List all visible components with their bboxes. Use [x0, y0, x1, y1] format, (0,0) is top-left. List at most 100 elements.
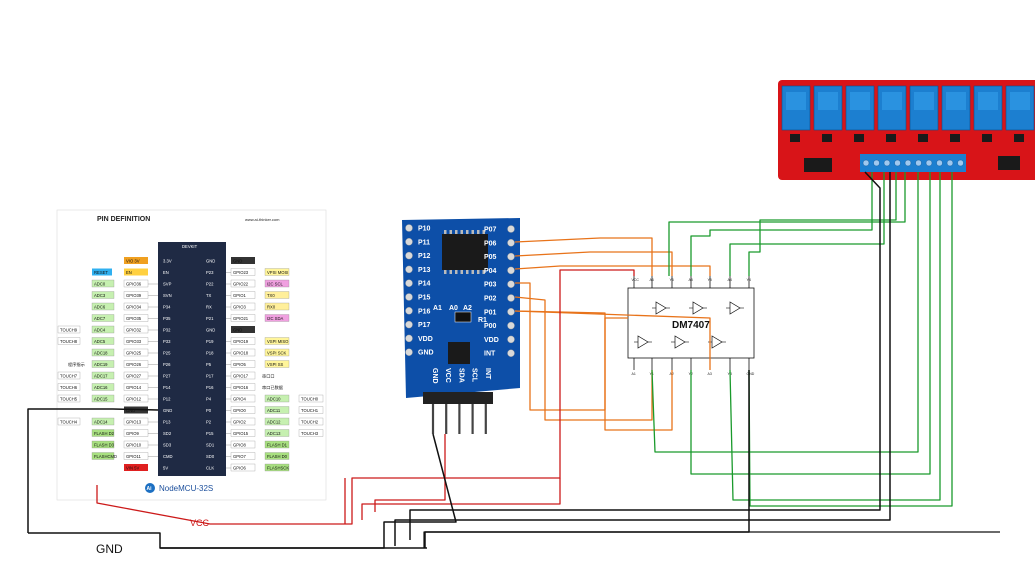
- pcf-left-pin-label: P11: [418, 239, 430, 246]
- right-gpio-tag: [230, 417, 256, 426]
- wire-orange-p05: [514, 251, 673, 276]
- pcf-right-pad: [507, 294, 515, 302]
- left-pin-label: 5V: [163, 466, 168, 471]
- pcf-left-pad: [405, 320, 413, 329]
- ic-bottom-pin-label: GND: [747, 372, 755, 376]
- right-func-tag: [264, 268, 290, 276]
- right-gpio-tag-label: GPIO16: [233, 385, 249, 390]
- left-pin-label: P33: [163, 339, 171, 344]
- right-gpio-tag-label: GPIO0: [233, 408, 246, 413]
- left-gpio-tag-label: GPIO39: [126, 293, 142, 298]
- left-adc-tag-label: ADC5: [94, 339, 106, 344]
- terminal-screw: [915, 159, 922, 167]
- pcf8574-chip: [442, 234, 488, 270]
- left-adc-tag-label: FLASH D2: [94, 431, 115, 436]
- relay-chip: [1014, 134, 1024, 142]
- pcf-right-pin-label: P04: [484, 268, 497, 275]
- pcf-bottom-pin-label: VCC: [444, 368, 451, 383]
- right-pin-label: RX: [206, 305, 212, 310]
- pcf-left-pin-label: P14: [418, 281, 431, 288]
- right-func-tag: [264, 291, 290, 299]
- right-func-tag: [264, 279, 290, 288]
- wire-green-y3: [729, 172, 941, 501]
- left-adc-tag: [91, 348, 115, 357]
- left-adc-tag-label: ADC14: [94, 420, 108, 425]
- right-gpio-tag: [230, 452, 256, 460]
- pcf-right-pad: [507, 239, 515, 247]
- left-pin-label: P26: [163, 362, 171, 367]
- vin-tag: [124, 464, 148, 471]
- pcf8574-io-expander-board: A0 A2 A1 R1 P10P11P12P13P14P15P16P17VDDG…: [402, 218, 520, 434]
- pcf-bottom-pin-label: GND: [431, 368, 438, 384]
- addr-a2: A2: [463, 305, 472, 312]
- left-adc-tag: [91, 279, 115, 288]
- cn-label-2: 串口口: [262, 374, 275, 380]
- pcf-left-pin-label: GND: [418, 350, 434, 357]
- left-gpio-tag-label: GPIO35: [126, 316, 142, 321]
- ic-top-pin-label: Y4: [747, 278, 751, 282]
- pcf-right-pad: [507, 280, 515, 288]
- left-adc-tag: [91, 417, 115, 426]
- wire-black-gnd-relay-2: [409, 171, 881, 540]
- left-adc-tag-label: ADC0: [94, 282, 106, 287]
- left-adc-tag: [91, 325, 115, 334]
- right-func-tag-label: VSPI SS: [267, 362, 283, 367]
- left-adc-tag: [91, 383, 115, 391]
- right-pin-label: SD0: [206, 454, 215, 459]
- right-pin-label: P17: [206, 374, 214, 379]
- left-pin-label: P14: [163, 385, 171, 390]
- left-adc-tag-label: ADC4: [94, 328, 106, 333]
- terminal-screw: [957, 159, 964, 167]
- right-func-tag: [264, 314, 290, 322]
- right-func-tag-label: FLASH D1: [267, 443, 288, 448]
- wire-green-y2: [690, 172, 931, 475]
- left-gpio-tag-label: GPIO14: [126, 385, 142, 390]
- left-pin-label: SVN: [163, 293, 172, 298]
- relay-chip: [918, 134, 928, 142]
- left-adc-tag-label: ADC15: [94, 397, 108, 402]
- right-func-tag-label: TX0: [267, 293, 275, 298]
- pcf-left-pad: [405, 238, 413, 246]
- wire-green-y5: [729, 172, 885, 276]
- right-touch-tag-label: TOUCH3: [301, 431, 319, 436]
- left-pin-label: 3.3V: [163, 259, 172, 264]
- pcf-right-pad: [507, 266, 515, 275]
- wire-black-gnd-ext: [423, 531, 1000, 548]
- reset-tag: [92, 268, 112, 276]
- right-gnd-tag-1-label: GND: [233, 259, 242, 264]
- right-pin-label: P19: [206, 339, 214, 344]
- vin-tag-label: VIN 5V: [126, 466, 139, 471]
- left-pin-label: SD3: [163, 443, 172, 448]
- terminal-screw: [894, 159, 901, 167]
- pcf-right-pad: [507, 225, 515, 233]
- wire-orange-p02: [514, 296, 653, 421]
- left-adc-tag: [91, 291, 115, 299]
- left-adc-tag-label: ADC7: [94, 316, 106, 321]
- right-pin-label: P15: [206, 431, 214, 436]
- left-gpio-tag: [123, 302, 149, 311]
- right-gpio-tag: [230, 348, 256, 357]
- right-gpio-tag-label: GPIO19: [233, 339, 249, 344]
- right-func-tag-label: RX0: [267, 305, 276, 310]
- right-func-tag: [264, 360, 290, 368]
- wires: [27, 171, 1000, 549]
- left-touch-tag-label: TOUCH7: [60, 374, 78, 379]
- left-gnd-tag-label: GND: [126, 408, 135, 413]
- wire-orange-p01: [514, 310, 673, 431]
- relay-chip: [854, 134, 864, 142]
- left-gpio-tag-label: GPIO32: [126, 328, 142, 333]
- right-gnd-tag-1: [231, 257, 255, 264]
- left-pin-label: SD2: [163, 431, 172, 436]
- wire-green-y1: [651, 172, 919, 453]
- right-pin-label: P21: [206, 316, 214, 321]
- right-func-tag: [264, 337, 290, 345]
- left-adc-tag-label: ADC3: [94, 293, 106, 298]
- pcf-left-pad: [405, 348, 413, 356]
- right-gpio-tag: [230, 314, 256, 322]
- ai-thinker-logo-icon: [145, 483, 155, 493]
- left-touch-tag: [57, 383, 81, 391]
- pcf-right-pin-label: P03: [484, 282, 497, 289]
- right-gpio-tag-label: GPIO17: [233, 374, 249, 379]
